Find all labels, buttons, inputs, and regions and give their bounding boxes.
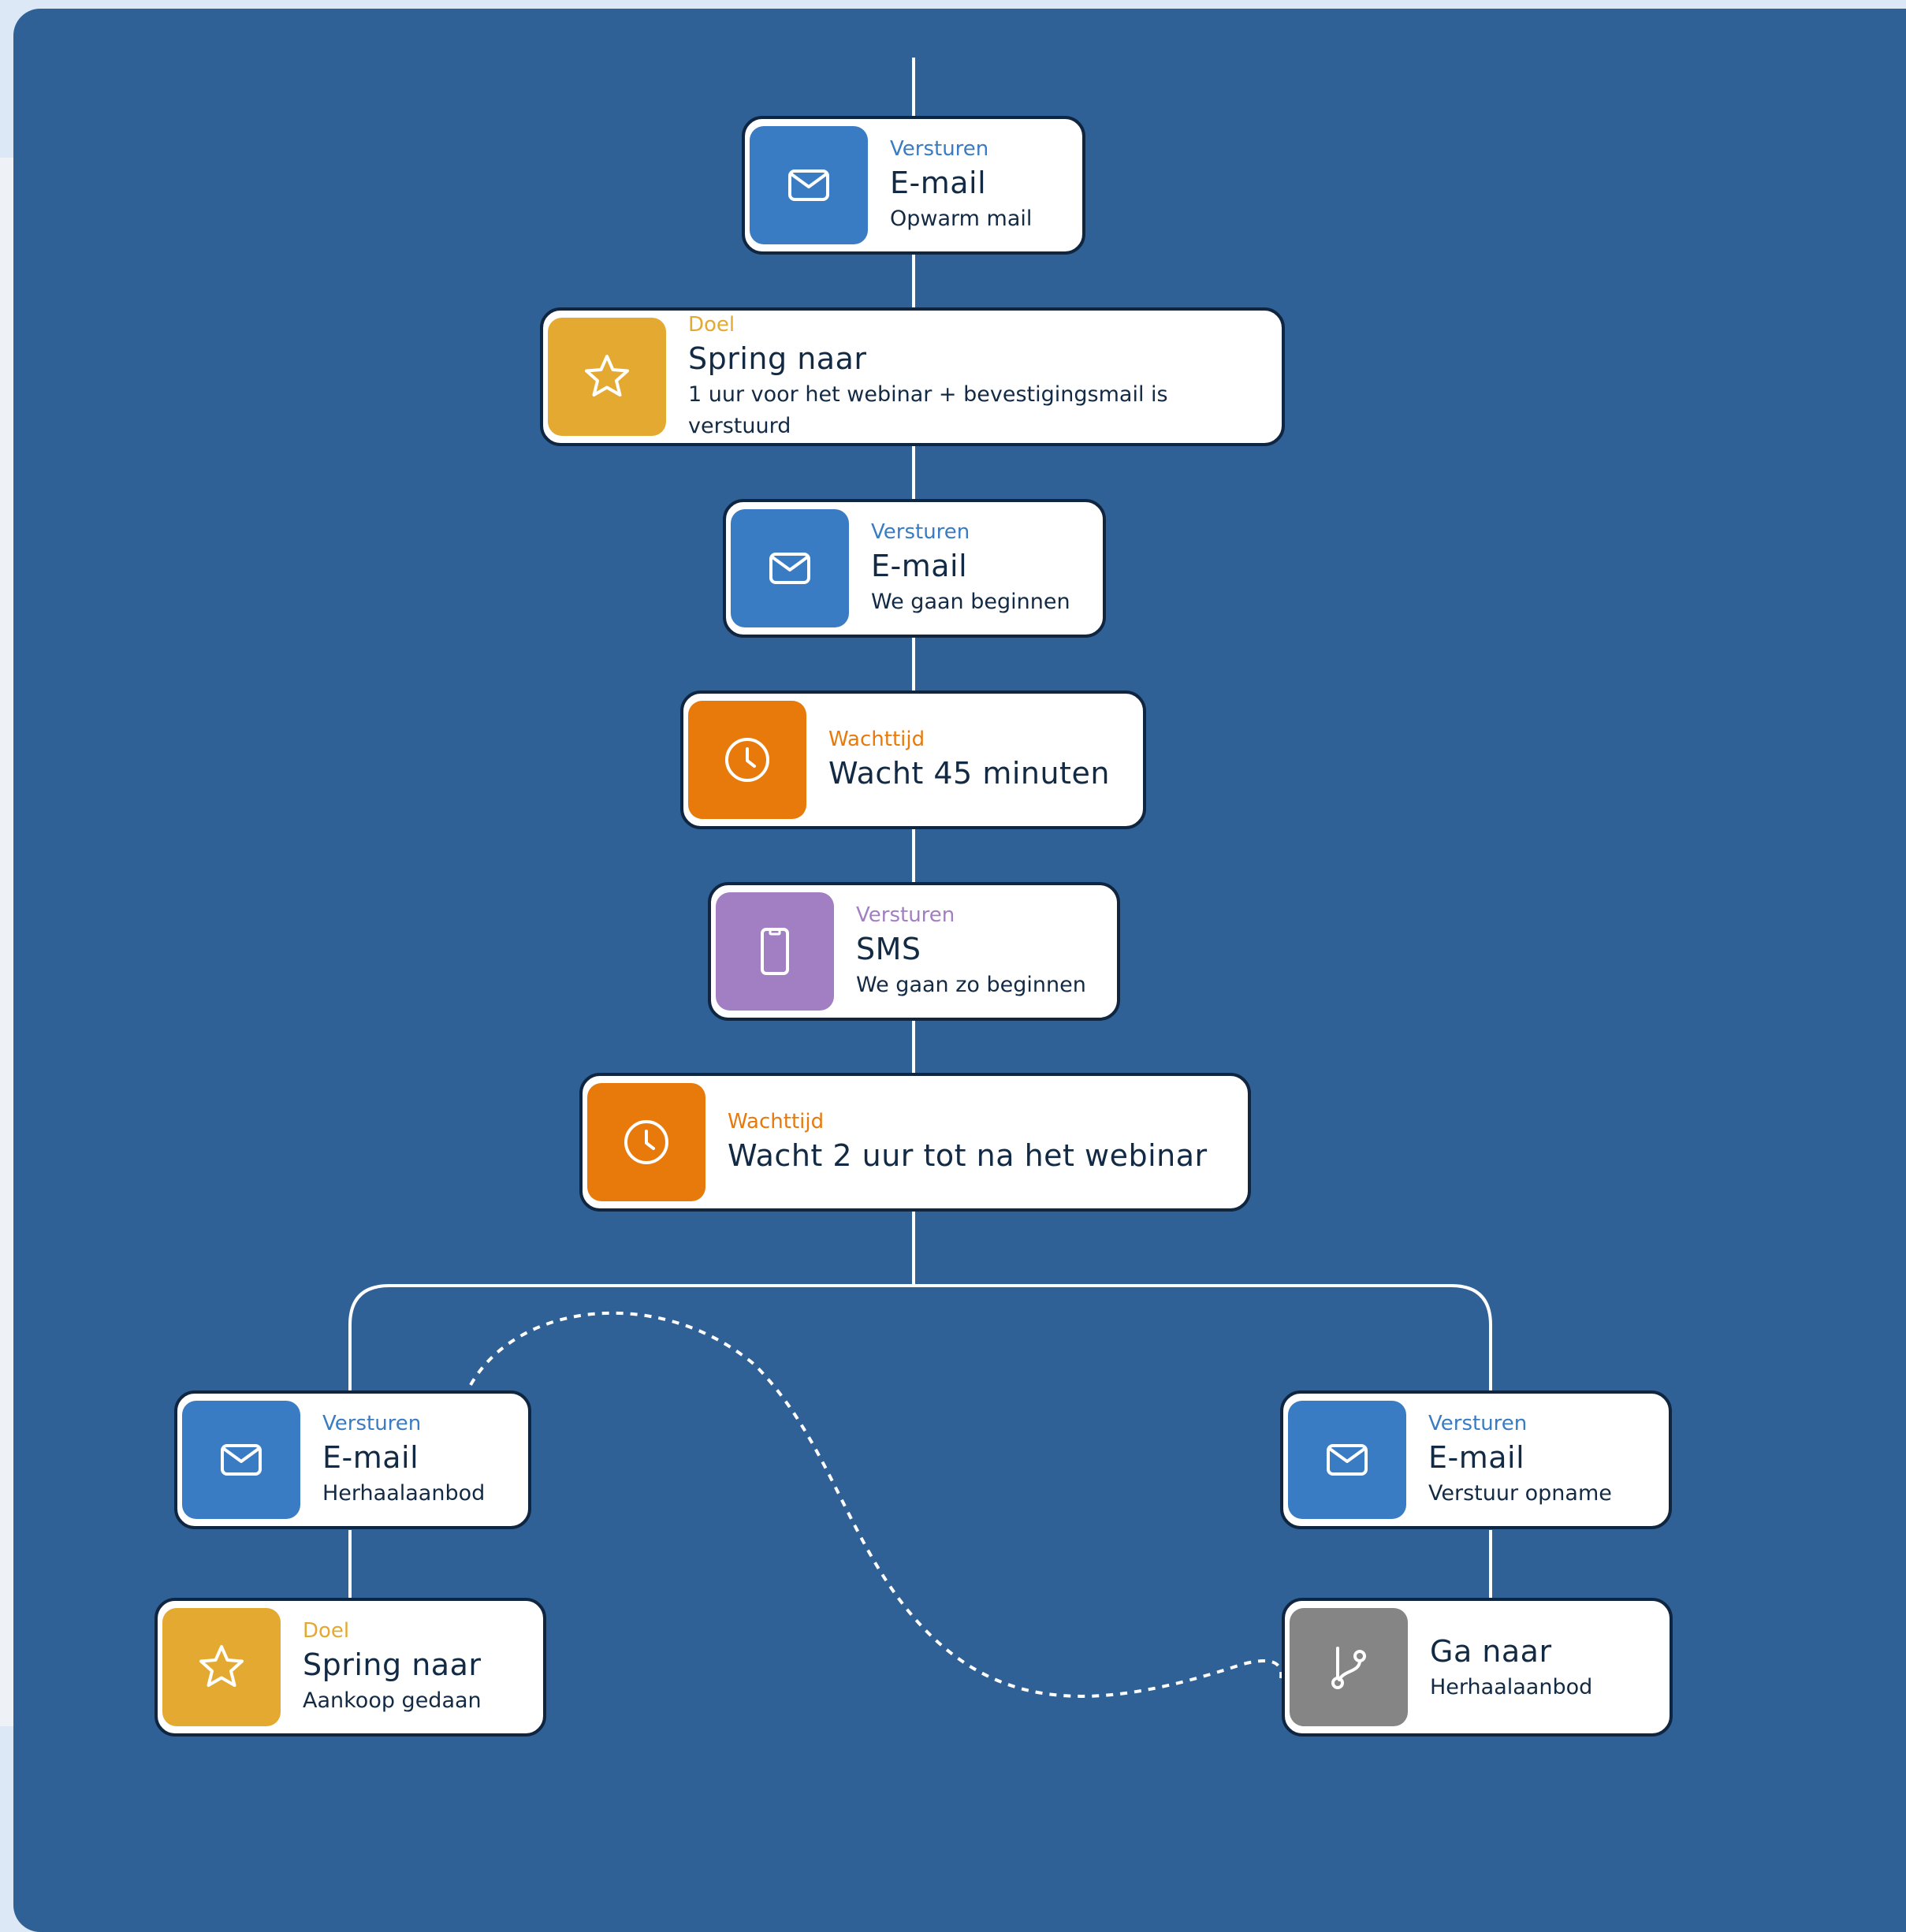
node-subtitle: Herhaalaanbod bbox=[322, 1481, 486, 1506]
node-goal-spring-1[interactable]: Doel Spring naar 1 uur voor het webinar … bbox=[540, 307, 1285, 446]
star-icon bbox=[585, 355, 629, 396]
node-title: E-mail bbox=[322, 1440, 419, 1475]
node-category: Versturen bbox=[322, 1412, 422, 1435]
node-subtitle: 1 uur voor het webinar + bevestigingsmai… bbox=[688, 382, 1168, 438]
node-icon-box bbox=[1288, 1401, 1406, 1519]
node-icon-box bbox=[750, 126, 868, 244]
node-category: Doel bbox=[688, 313, 735, 337]
clock-icon bbox=[725, 738, 769, 782]
node-category: Wachttijd bbox=[828, 728, 925, 751]
node-icon-box bbox=[587, 1083, 705, 1201]
node-category: Versturen bbox=[856, 903, 955, 927]
node-category: Versturen bbox=[1428, 1412, 1528, 1435]
node-title: E-mail bbox=[871, 549, 968, 583]
node-email-herhaal[interactable]: Versturen E-mail Herhaalaanbod bbox=[174, 1390, 531, 1529]
node-icon-box bbox=[548, 318, 666, 436]
node-subtitle: Herhaalaanbod bbox=[1430, 1675, 1593, 1699]
node-category: Doel bbox=[303, 1619, 350, 1643]
clock-icon bbox=[624, 1120, 668, 1164]
node-subtitle: We gaan beginnen bbox=[871, 590, 1070, 614]
goto-dashed-link bbox=[469, 1311, 1283, 1698]
split-connector bbox=[348, 1284, 1492, 1404]
node-icon-box bbox=[716, 892, 834, 1011]
envelope-icon bbox=[1327, 1444, 1368, 1476]
envelope-icon bbox=[788, 169, 829, 201]
phone-icon bbox=[761, 928, 789, 975]
node-title: Wacht 45 minuten bbox=[828, 756, 1110, 791]
node-icon-box bbox=[688, 701, 806, 819]
node-email-opname[interactable]: Versturen E-mail Verstuur opname bbox=[1280, 1390, 1672, 1529]
node-title: E-mail bbox=[890, 166, 987, 200]
node-email-opwarm[interactable]: Versturen E-mail Opwarm mail bbox=[742, 116, 1085, 255]
node-icon-box bbox=[162, 1608, 281, 1726]
branch-icon bbox=[1331, 1647, 1366, 1689]
node-category: Wachttijd bbox=[728, 1110, 825, 1134]
node-title: SMS bbox=[856, 932, 921, 966]
workflow-canvas: Versturen E-mail Opwarm mail Doel Spring… bbox=[13, 9, 1906, 1932]
node-title: Spring naar bbox=[303, 1647, 482, 1682]
node-goto-herhaal[interactable]: Ga naar Herhaalaanbod bbox=[1282, 1598, 1673, 1737]
node-subtitle: Opwarm mail bbox=[890, 207, 1033, 231]
node-icon-box bbox=[731, 509, 849, 627]
node-wait-45[interactable]: Wachttijd Wacht 45 minuten bbox=[680, 691, 1146, 829]
envelope-icon bbox=[769, 553, 810, 584]
node-title: Ga naar bbox=[1430, 1634, 1552, 1669]
node-title: Wacht 2 uur tot na het webinar bbox=[728, 1138, 1208, 1173]
node-title: E-mail bbox=[1428, 1440, 1525, 1475]
node-title: Spring naar bbox=[688, 341, 867, 376]
node-wait-2uur[interactable]: Wachttijd Wacht 2 uur tot na het webinar bbox=[579, 1073, 1251, 1212]
node-goal-aankoop[interactable]: Doel Spring naar Aankoop gedaan bbox=[154, 1598, 546, 1737]
star-icon bbox=[199, 1645, 244, 1687]
node-category: Versturen bbox=[871, 520, 970, 544]
node-category: Versturen bbox=[890, 137, 989, 161]
envelope-icon bbox=[221, 1444, 262, 1476]
node-icon-box bbox=[182, 1401, 300, 1519]
node-sms-beginnen[interactable]: Versturen SMS We gaan zo beginnen bbox=[708, 882, 1120, 1021]
node-subtitle: We gaan zo beginnen bbox=[856, 973, 1086, 997]
node-subtitle: Verstuur opname bbox=[1428, 1481, 1612, 1506]
node-email-beginnen[interactable]: Versturen E-mail We gaan beginnen bbox=[723, 499, 1106, 638]
node-subtitle: Aankoop gedaan bbox=[303, 1688, 482, 1713]
node-icon-box bbox=[1290, 1608, 1408, 1726]
